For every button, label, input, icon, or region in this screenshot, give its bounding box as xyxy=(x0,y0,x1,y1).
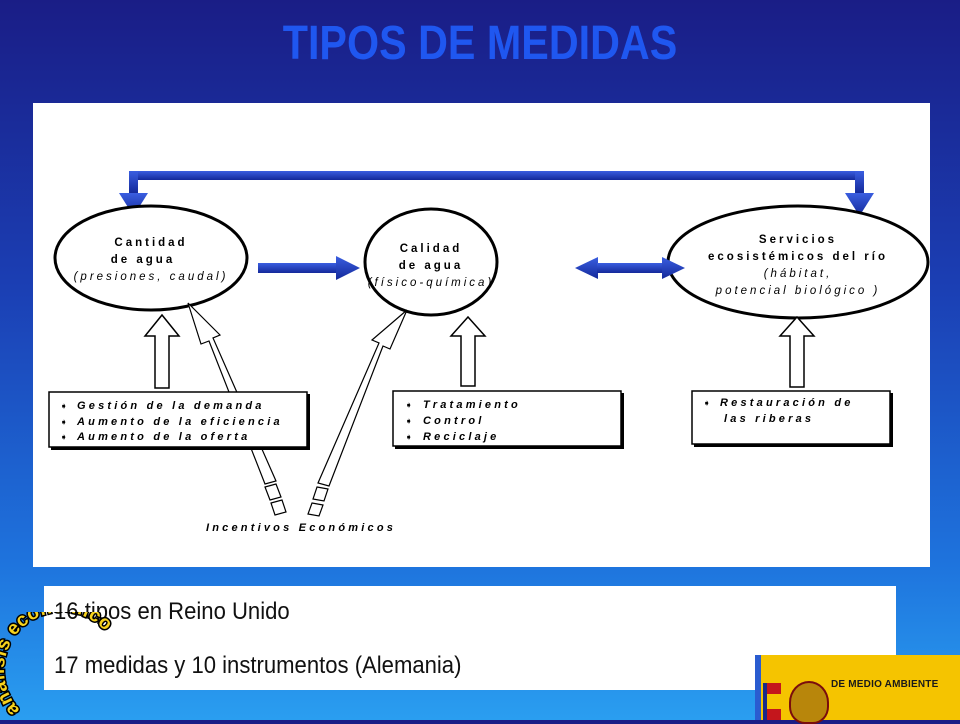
box-tratamiento: ➧ Tratamiento ➧ Control ➧ Reciclaje xyxy=(392,390,624,449)
node-cantidad-line1: Cantidad xyxy=(114,237,187,249)
summary-box: 16 tipos en Reino Unido 17 medidas y 10 … xyxy=(44,586,896,690)
incentive-segment-right-1 xyxy=(312,486,329,502)
spanish-flag-icon xyxy=(763,683,781,720)
bullet-icon: ➧ xyxy=(405,417,413,427)
node-servicios-line1: Servicios xyxy=(759,234,837,246)
coat-of-arms-icon xyxy=(789,681,829,724)
box-riberas-item1: Restauración de xyxy=(720,397,854,409)
arrow-cantidad-to-calidad xyxy=(258,256,360,280)
analisis-economico-stamp: análisis económico xyxy=(0,612,118,720)
box-riberas: ➧ Restauración de las riberas xyxy=(691,390,893,447)
node-servicios-line3: (hábitat, xyxy=(764,268,833,280)
logo-strip xyxy=(755,655,761,720)
node-cantidad-line3: (presiones, caudal) xyxy=(74,271,229,283)
incentive-segment-right-2 xyxy=(307,502,324,517)
box-demanda-item1: Gestión de la demanda xyxy=(77,400,265,412)
bullet-icon: ➧ xyxy=(60,433,68,443)
node-cantidad-line2: de agua xyxy=(111,254,175,266)
incentive-arrow-to-calidad xyxy=(317,309,408,487)
node-calidad-line2: de agua xyxy=(399,260,463,272)
feedback-bracket-arrow xyxy=(119,171,874,216)
bullet-icon: ➧ xyxy=(405,401,413,411)
node-servicios-line2: ecosistémicos del río xyxy=(708,251,888,263)
incentivos-label: Incentivos Económicos xyxy=(206,522,396,534)
measures-diagram: Cantidad de agua (presiones, caudal) Cal… xyxy=(48,171,930,534)
up-arrow-servicios xyxy=(778,315,816,388)
incentive-segment-left-2 xyxy=(270,499,287,516)
summary-line-germany: 17 medidas y 10 instrumentos (Alemania) xyxy=(54,652,462,679)
ministry-logo: DE MEDIO AMBIENTE xyxy=(755,655,960,724)
summary-line-uk: 16 tipos en Reino Unido xyxy=(54,598,290,625)
node-calidad-ellipse xyxy=(363,207,499,317)
slide-title: TIPOS DE MEDIDAS xyxy=(282,17,678,70)
node-servicios-line4: potencial biológico ) xyxy=(715,285,881,297)
box-demanda: ➧ Gestión de la demanda ➧ Aumento de la … xyxy=(48,391,310,450)
bullet-icon: ➧ xyxy=(60,402,68,412)
box-tratamiento-item2: Control xyxy=(423,415,485,427)
node-calidad-line3: (físico-química) xyxy=(368,277,495,289)
box-tratamiento-item1: Tratamiento xyxy=(423,399,521,411)
box-riberas-item2: las riberas xyxy=(724,413,814,425)
stamp-text: análisis económico xyxy=(0,612,118,720)
bullet-icon: ➧ xyxy=(405,433,413,443)
logo-text: DE MEDIO AMBIENTE xyxy=(831,679,939,690)
box-demanda-item3: Aumento de la oferta xyxy=(76,431,250,443)
diagram-panel: Cantidad de agua (presiones, caudal) Cal… xyxy=(33,103,930,567)
node-cantidad-ellipse xyxy=(53,204,249,312)
up-arrow-calidad xyxy=(449,315,487,387)
bullet-icon: ➧ xyxy=(703,399,711,409)
incentive-segment-left-1 xyxy=(264,483,282,501)
arrow-calidad-servicios-bidirectional xyxy=(575,257,685,279)
node-calidad-line1: Calidad xyxy=(400,243,463,255)
box-demanda-item2: Aumento de la eficiencia xyxy=(76,416,283,428)
box-tratamiento-item3: Reciclaje xyxy=(423,431,500,443)
bullet-icon: ➧ xyxy=(60,418,68,428)
up-arrow-cantidad xyxy=(143,313,181,389)
svg-text:análisis económico: análisis económico xyxy=(0,612,117,720)
